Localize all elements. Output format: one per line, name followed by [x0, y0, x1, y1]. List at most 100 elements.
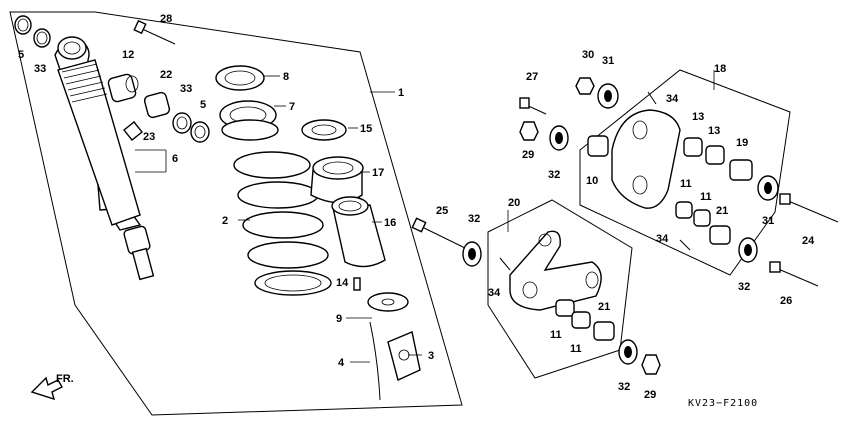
lock-nut-8 [215, 65, 265, 91]
callout-28: 28 [160, 13, 172, 25]
bolt-26 [769, 261, 819, 287]
callout-33-upper: 33 [34, 63, 46, 75]
callout-23: 23 [143, 131, 155, 143]
callout-12: 12 [122, 49, 134, 61]
oil-seal-5-upper [14, 15, 32, 35]
callouts: 1 2 3 4 5 5 6 7 8 9 10 11 11 11 11 12 13… [18, 13, 815, 401]
dust-boot-16 [331, 196, 386, 268]
callout-1: 1 [398, 87, 404, 99]
cushion-arm-20 [509, 230, 602, 311]
dust-seal-31-a [597, 83, 619, 109]
dust-seal-33-upper [33, 28, 51, 48]
callout-30: 30 [582, 49, 594, 61]
callout-6: 6 [172, 153, 178, 165]
dust-seal-33-lower [172, 112, 192, 134]
callout-21-rod: 21 [716, 205, 728, 217]
callout-3: 3 [428, 350, 434, 362]
bushings-13 [683, 137, 725, 165]
callout-13-b: 13 [708, 125, 720, 137]
callout-15: 15 [360, 123, 372, 135]
callout-4: 4 [338, 357, 345, 369]
bolt-24 [779, 193, 839, 223]
bolt-28 [133, 19, 176, 45]
bushings-11-rod [675, 201, 711, 227]
dust-seal-31-b [757, 175, 779, 201]
dust-seal-32-a [462, 241, 482, 267]
callout-34-arm: 34 [488, 287, 501, 299]
dust-seal-32-d [738, 237, 758, 263]
oil-seal-5-lower [190, 121, 210, 143]
collar-21-arm [593, 321, 615, 341]
callout-21-arm: 21 [598, 301, 610, 313]
callout-29-lower: 29 [644, 389, 656, 401]
grease-nipple-34-rod-lower [679, 239, 691, 251]
label-23 [123, 121, 143, 141]
nut-29-lower [641, 354, 661, 375]
bracket-3 [387, 331, 421, 381]
callout-11-rod-a: 11 [680, 178, 692, 190]
bushing-22 [143, 91, 171, 119]
shock-assembly-outline [9, 11, 463, 416]
diagram-code: KV23−F2100 [688, 398, 758, 409]
spring-2 [233, 151, 332, 296]
callout-32-b: 32 [618, 381, 630, 393]
leader-lines [135, 70, 715, 363]
callout-17: 17 [372, 167, 384, 179]
callout-10: 10 [586, 175, 598, 187]
callout-29-upper: 29 [522, 149, 534, 161]
callout-27: 27 [526, 71, 538, 83]
dust-seal-32-b [618, 339, 638, 365]
callout-32-d: 32 [738, 281, 750, 293]
callout-34-rod-lower: 34 [656, 233, 669, 245]
callout-5-upper: 5 [18, 49, 24, 61]
bushing-10 [587, 135, 609, 157]
bushings-11-arm [555, 299, 591, 329]
callout-11-arm-b: 11 [570, 343, 582, 355]
bushing-12 [107, 73, 139, 103]
collar-21-rod [709, 225, 731, 245]
callout-18: 18 [714, 63, 726, 75]
front-direction-arrow: FR. [30, 373, 74, 401]
bolt-25 [411, 217, 466, 249]
dust-seal-32-c [549, 125, 569, 151]
callout-5-lower: 5 [200, 99, 206, 111]
rear-shock-absorber [54, 36, 155, 281]
callout-24: 24 [802, 235, 815, 247]
callout-19: 19 [736, 137, 748, 149]
callout-31-lower: 31 [762, 215, 774, 227]
callout-22: 22 [160, 69, 172, 81]
callout-14: 14 [336, 277, 349, 289]
adjuster-nut-7 [219, 100, 279, 141]
callout-33-lower: 33 [180, 83, 192, 95]
direction-label: FR. [56, 373, 74, 385]
callout-32-a: 32 [468, 213, 480, 225]
collar-19 [729, 159, 753, 181]
callout-31-upper: 31 [602, 55, 614, 67]
callout-11-arm-a: 11 [550, 329, 562, 341]
callout-34-rod: 34 [666, 93, 679, 105]
callout-32-c: 32 [548, 169, 560, 181]
plate-9 [367, 292, 409, 312]
callout-16: 16 [384, 217, 396, 229]
callout-7: 7 [289, 101, 295, 113]
callout-26: 26 [780, 295, 792, 307]
stopper-15 [301, 119, 347, 141]
cushion-connecting-rod-outline [579, 69, 791, 276]
callout-11-rod-b: 11 [700, 191, 712, 203]
grease-nipple-34-rod [647, 91, 657, 105]
hose-4 [369, 321, 381, 401]
bolt-27 [519, 97, 547, 115]
callout-2: 2 [222, 215, 228, 227]
cushion-connecting-rod-18 [611, 109, 681, 209]
grease-nipple-34-arm [499, 257, 511, 271]
callout-9: 9 [336, 313, 342, 325]
screw-14 [353, 277, 361, 291]
nut-29-upper [519, 121, 539, 141]
callout-20: 20 [508, 197, 520, 209]
callout-25: 25 [436, 205, 448, 217]
bump-rubber-17 [310, 156, 364, 204]
callout-13-a: 13 [692, 111, 704, 123]
callout-8: 8 [283, 71, 289, 83]
nut-30 [575, 77, 595, 95]
